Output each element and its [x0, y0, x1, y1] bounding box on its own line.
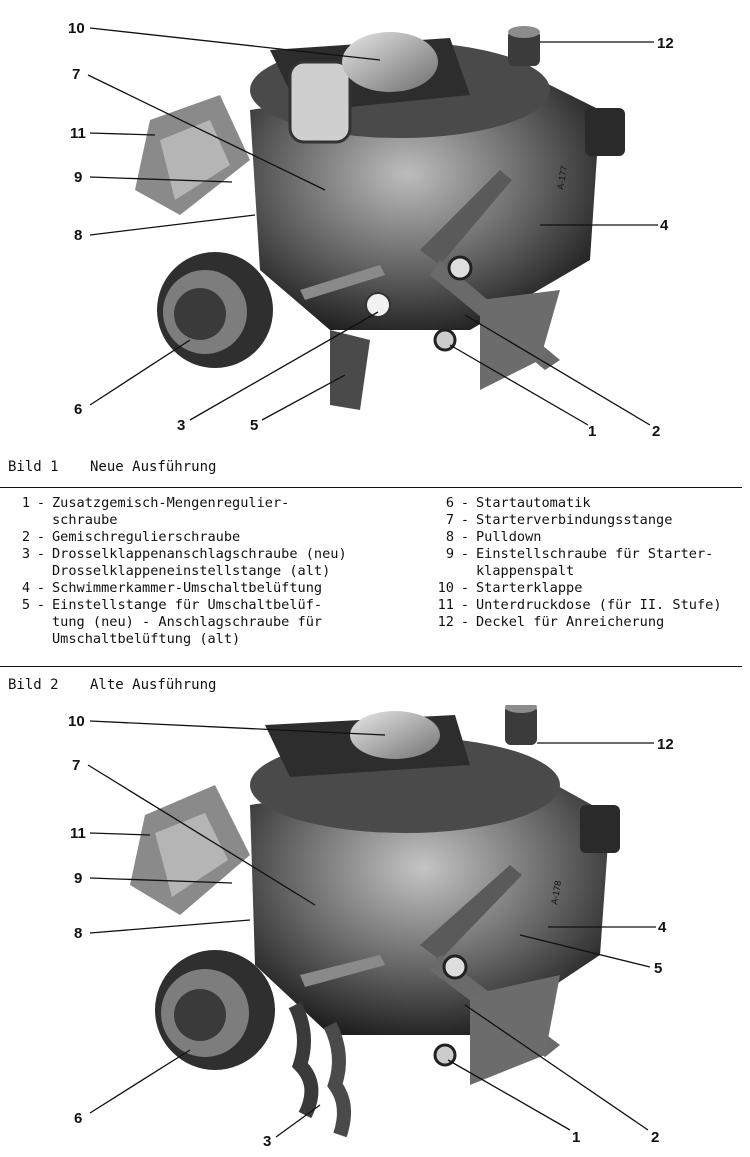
callout-8: 8 — [74, 925, 82, 942]
callout-4: 4 — [660, 217, 669, 234]
callout-12: 12 — [657, 35, 674, 52]
figure-2-photo: 10 7 11 9 8 6 3 1 2 5 4 12 A-178 — [0, 705, 750, 1157]
callout-10: 10 — [68, 20, 85, 37]
legend-right-column: 6-Startautomatik 7-Starterverbindungssta… — [432, 495, 750, 631]
callout-6: 6 — [74, 401, 82, 418]
legend-item-9: 9-Einstellschraube für Starter- klappens… — [445, 546, 714, 579]
callout-5: 5 — [654, 960, 662, 977]
divider-top — [0, 487, 742, 488]
callout-9: 9 — [74, 870, 82, 887]
legend-left-column: 1-Zusatzgemisch-Mengenregulier- schraube… — [8, 495, 408, 648]
callout-8: 8 — [74, 227, 82, 244]
legend-item-3: 3-Drosselklappenanschlagschraube (neu) D… — [21, 546, 347, 579]
legend-item-7: 7-Starterverbindungsstange — [445, 512, 673, 528]
carburetor-illustration-1 — [135, 26, 625, 410]
carburetor-illustration-2 — [130, 705, 620, 1138]
legend-item-4: 4-Schwimmerkammer-Umschaltbelüftung — [21, 580, 323, 596]
callout-6: 6 — [74, 1110, 82, 1127]
callout-1: 1 — [572, 1129, 580, 1146]
callout-2: 2 — [652, 423, 660, 440]
legend: 1-Zusatzgemisch-Mengenregulier- schraube… — [0, 495, 750, 655]
figure-1-photo: 10 7 11 9 8 6 3 5 1 2 4 12 A-177 — [0, 0, 750, 445]
callout-1: 1 — [588, 423, 596, 440]
callout-3: 3 — [177, 417, 185, 434]
callout-7: 7 — [72, 66, 80, 83]
legend-item-11: 11-Unterdruckdose (für II. Stufe) — [437, 597, 722, 613]
legend-item-2: 2-Gemischregulierschraube — [21, 529, 241, 545]
figure-1-callouts: 10 7 11 9 8 6 3 5 1 2 4 12 A-177 — [68, 20, 674, 440]
callout-5: 5 — [250, 417, 258, 434]
figure-1-code: A-177 — [555, 165, 569, 190]
callout-4: 4 — [658, 919, 667, 936]
legend-item-1: 1-Zusatzgemisch-Mengenregulier- schraube — [21, 495, 290, 528]
legend-item-5: 5-Einstellstange für Umschaltbelüf- tung… — [21, 597, 323, 647]
callout-12: 12 — [657, 736, 674, 753]
legend-item-12: 12-Deckel für Anreicherung — [437, 614, 665, 630]
figure-2-leaders — [87, 720, 656, 1138]
callout-2: 2 — [651, 1129, 659, 1146]
figure-2-callouts: 10 7 11 9 8 6 3 1 2 5 4 12 A-178 — [68, 713, 674, 1150]
callout-10: 10 — [68, 713, 85, 730]
divider-bottom — [0, 666, 742, 667]
legend-item-8: 8-Pulldown — [445, 529, 542, 545]
callout-11: 11 — [70, 125, 86, 142]
callout-3: 3 — [263, 1133, 271, 1150]
legend-item-10: 10-Starterklappe — [437, 580, 583, 596]
figure-1-leaders — [87, 27, 658, 426]
callout-9: 9 — [74, 169, 82, 186]
callout-11: 11 — [70, 825, 86, 842]
callout-7: 7 — [72, 757, 80, 774]
figure-2-code: A-178 — [549, 880, 563, 905]
legend-item-6: 6-Startautomatik — [445, 495, 591, 511]
